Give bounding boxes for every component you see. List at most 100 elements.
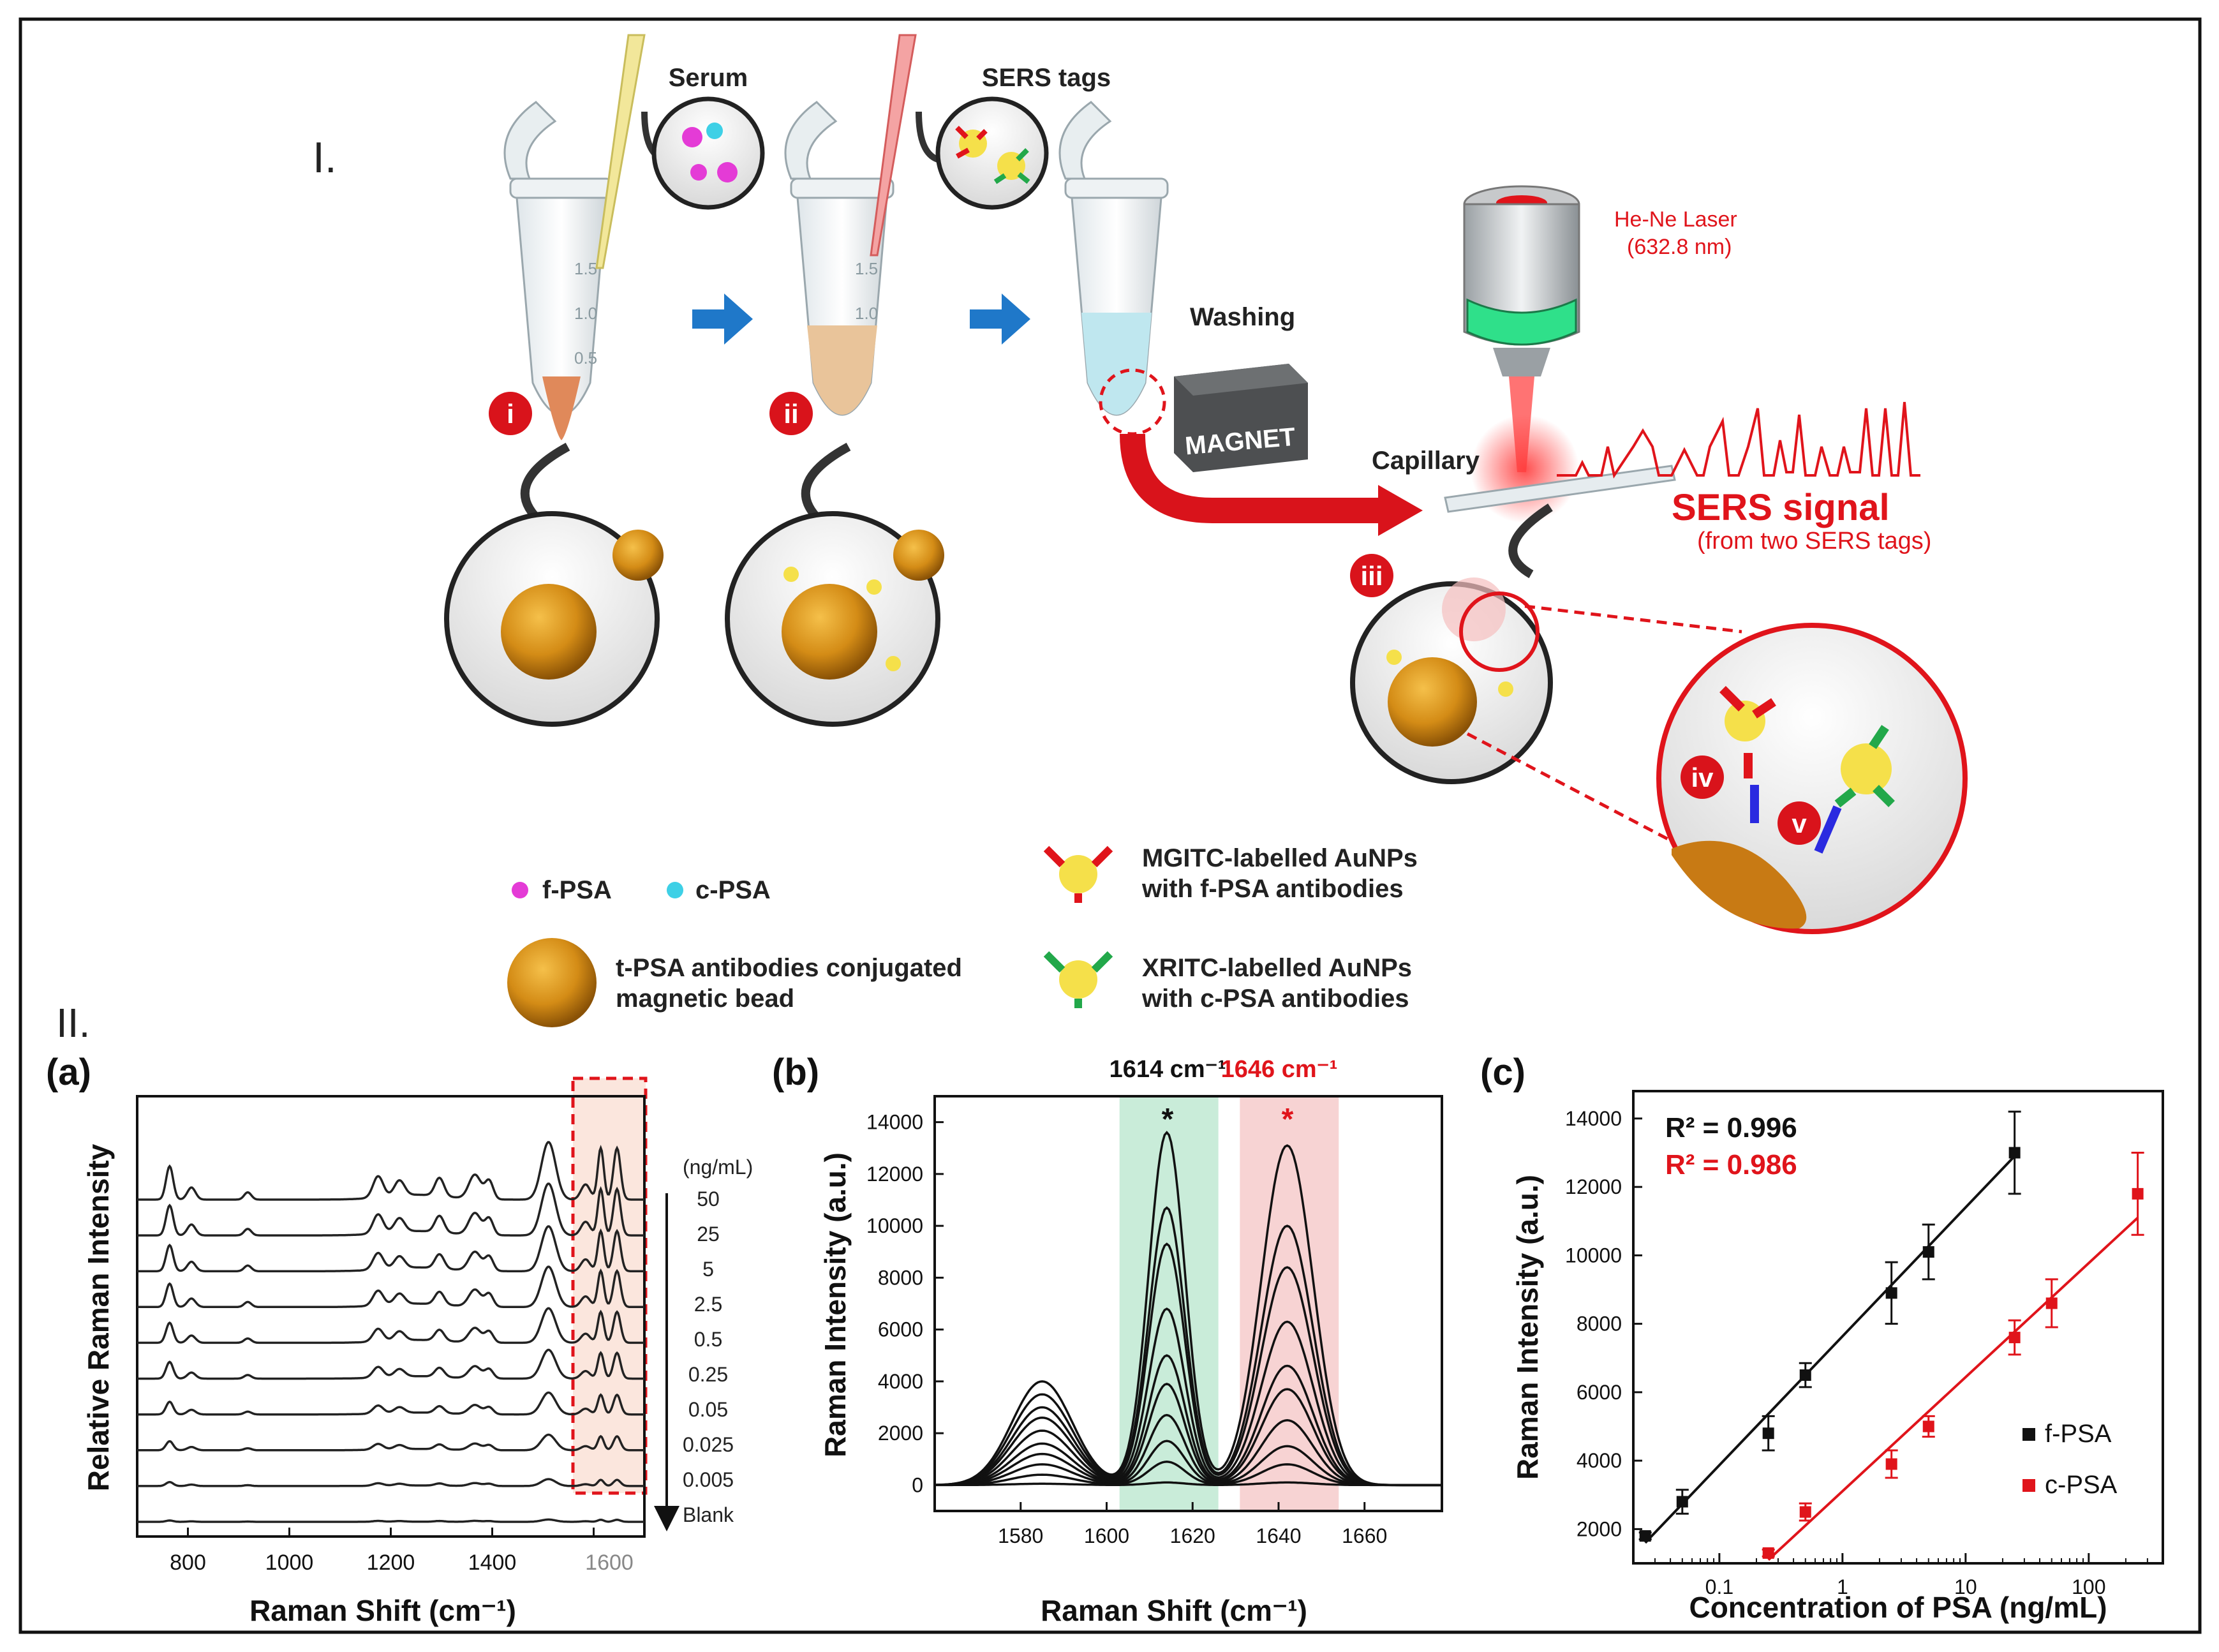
svg-text:0.5: 0.5: [574, 348, 597, 368]
panel-b-ytick-label: 14000: [866, 1111, 923, 1134]
svg-text:1.5: 1.5: [855, 259, 878, 278]
svg-text:XRITC-labelled AuNPs: XRITC-labelled AuNPs: [1142, 954, 1412, 982]
zoom-circle-i: [444, 442, 664, 727]
panel-c-xtick-label: 10: [1954, 1575, 1977, 1598]
panel-b-star-red: *: [1282, 1103, 1294, 1136]
step-marker-iv: iv: [1681, 755, 1724, 799]
pipette-red: [870, 34, 917, 257]
panel-a-spectrum: [137, 1478, 644, 1487]
panel-c-xtick-label: 100: [2072, 1575, 2105, 1598]
panel-c-fit-line: [1644, 1155, 2016, 1544]
panel-b-band: [1240, 1096, 1339, 1511]
step-marker-ii: ii: [769, 392, 813, 435]
magnet-block: MAGNET: [1174, 364, 1308, 472]
panel-a-spectrum: [137, 1225, 644, 1272]
panel-c-r2-red: R² = 0.986: [1665, 1149, 1797, 1180]
washing-label: Washing: [1190, 303, 1295, 331]
pipette-yellow: [595, 34, 646, 269]
panel-c-legend-swatch: [2022, 1428, 2035, 1441]
panel-c-point: [1799, 1506, 1811, 1518]
panel-a-conc-label: 0.05: [688, 1398, 728, 1421]
svg-text:with c-PSA antibodies: with c-PSA antibodies: [1141, 985, 1409, 1013]
arrow-blue-1: [692, 294, 753, 345]
part1-label: I.: [313, 133, 337, 182]
svg-text:f-PSA: f-PSA: [542, 876, 612, 904]
svg-text:v: v: [1792, 808, 1807, 838]
panel-b-spectrum: [934, 1242, 1442, 1487]
panel-a-conc-label: 0.025: [683, 1433, 734, 1456]
panel-b-ytick-label: 4000: [878, 1370, 923, 1393]
panel-c-ytick-label: 6000: [1577, 1381, 1622, 1404]
panel-c-ylabel: Raman Intensity (a.u.): [1511, 1175, 1544, 1480]
legend-xritc: XRITC-labelled AuNPs with c-PSA antibodi…: [1043, 951, 1412, 1013]
sers-signal-sub: (from two SERS tags): [1697, 528, 1931, 554]
panel-b-xlabel: Raman Shift (cm⁻¹): [1041, 1594, 1307, 1627]
panel-c-legend-label: f-PSA: [2045, 1420, 2112, 1448]
panel-b-ytick-label: 12000: [866, 1163, 923, 1186]
arrow-blue-2: [970, 294, 1030, 345]
panel-c-xlabel: Concentration of PSA (ng/mL): [1689, 1591, 2107, 1624]
panel-c-point: [1922, 1246, 1934, 1258]
step-marker-iii: iii: [1350, 554, 1393, 597]
part2-label: II.: [56, 1000, 90, 1046]
panel-c-point: [2132, 1187, 2144, 1200]
panel-c-frame: [1632, 1090, 2164, 1565]
panel-c-fit-line: [1767, 1216, 2139, 1561]
panel-b-xtick-label: 1600: [1084, 1524, 1129, 1547]
panel-b-ytick-label: 2000: [878, 1422, 923, 1445]
panel-b-ylabel: Raman Intensity (a.u.): [819, 1152, 852, 1457]
panel-a-spectrum: [137, 1518, 644, 1523]
panel-b-spectrum: [934, 1131, 1442, 1487]
panel-b-tag: (b): [772, 1052, 819, 1093]
panel-c-point: [2008, 1147, 2021, 1159]
panel-c-point: [1762, 1547, 1774, 1559]
panel-a-xlabel: Raman Shift (cm⁻¹): [249, 1594, 516, 1627]
panel-a-spectrum: [137, 1182, 644, 1237]
panel-a-conc-label: 0.25: [688, 1363, 728, 1386]
panel-a-box-tick: 1600: [585, 1551, 634, 1575]
panel-a-ylabel: Relative Raman Intensity: [82, 1143, 115, 1491]
svg-text:1.5: 1.5: [574, 259, 597, 278]
panel-a-tag: (a): [46, 1052, 91, 1093]
panel-b-spectrum: [935, 1481, 1442, 1487]
legend-bead: t-PSA antibodies conjugated magnetic bea…: [507, 938, 962, 1027]
panel-c-point: [2045, 1297, 2058, 1309]
svg-text:MGITC-labelled AuNPs: MGITC-labelled AuNPs: [1142, 844, 1418, 872]
panel-a-spectrum: [137, 1265, 644, 1309]
capillary-label: Capillary: [1372, 447, 1480, 475]
panel-b-ytick-label: 8000: [878, 1266, 923, 1289]
legend-mgitc: MGITC-labelled AuNPs with f-PSA antibodi…: [1043, 844, 1418, 903]
panel-b-xtick-label: 1660: [1342, 1524, 1387, 1547]
sers-signal-trace: [1557, 401, 1920, 479]
svg-text:ii: ii: [783, 399, 798, 429]
panel-c-point: [1922, 1420, 1934, 1432]
panel-a-conc-label: 25: [697, 1223, 720, 1246]
panel-b-frame: [933, 1095, 1443, 1512]
arrow-red-curved: [1120, 433, 1384, 523]
svg-text:magnetic bead: magnetic bead: [616, 985, 794, 1013]
zoom-circle-detail: [1656, 623, 1968, 934]
tube-2: 1.5 1.0: [784, 101, 894, 416]
panel-b-xtick-label: 1580: [998, 1524, 1043, 1547]
panel-a-xtick-label: 1000: [265, 1551, 314, 1575]
svg-text:i: i: [507, 399, 514, 429]
sers-tags-bubble: [916, 96, 1049, 210]
panel-a-xtick-label: 1200: [367, 1551, 415, 1575]
svg-text:t-PSA antibodies conjugated: t-PSA antibodies conjugated: [616, 954, 962, 982]
panel-c-point: [1885, 1458, 1897, 1470]
panel-c-ytick-label: 10000: [1565, 1244, 1622, 1267]
svg-text:1.0: 1.0: [574, 304, 597, 323]
panel-c-ytick-label: 12000: [1565, 1175, 1622, 1198]
tube-1: 1.5 1.0 0.5: [503, 101, 614, 440]
panel-b-peak2: 1646 cm⁻¹: [1221, 1056, 1338, 1083]
panel-a-unit: (ng/mL): [683, 1156, 753, 1179]
sers-tags-label: SERS tags: [982, 64, 1111, 92]
panel-c-point: [1799, 1369, 1811, 1381]
panel-c-point: [1762, 1427, 1774, 1440]
panel-a-xtick-label: 800: [170, 1551, 206, 1575]
panel-a-highlight: [571, 1076, 648, 1495]
step-marker-v: v: [1777, 801, 1821, 845]
